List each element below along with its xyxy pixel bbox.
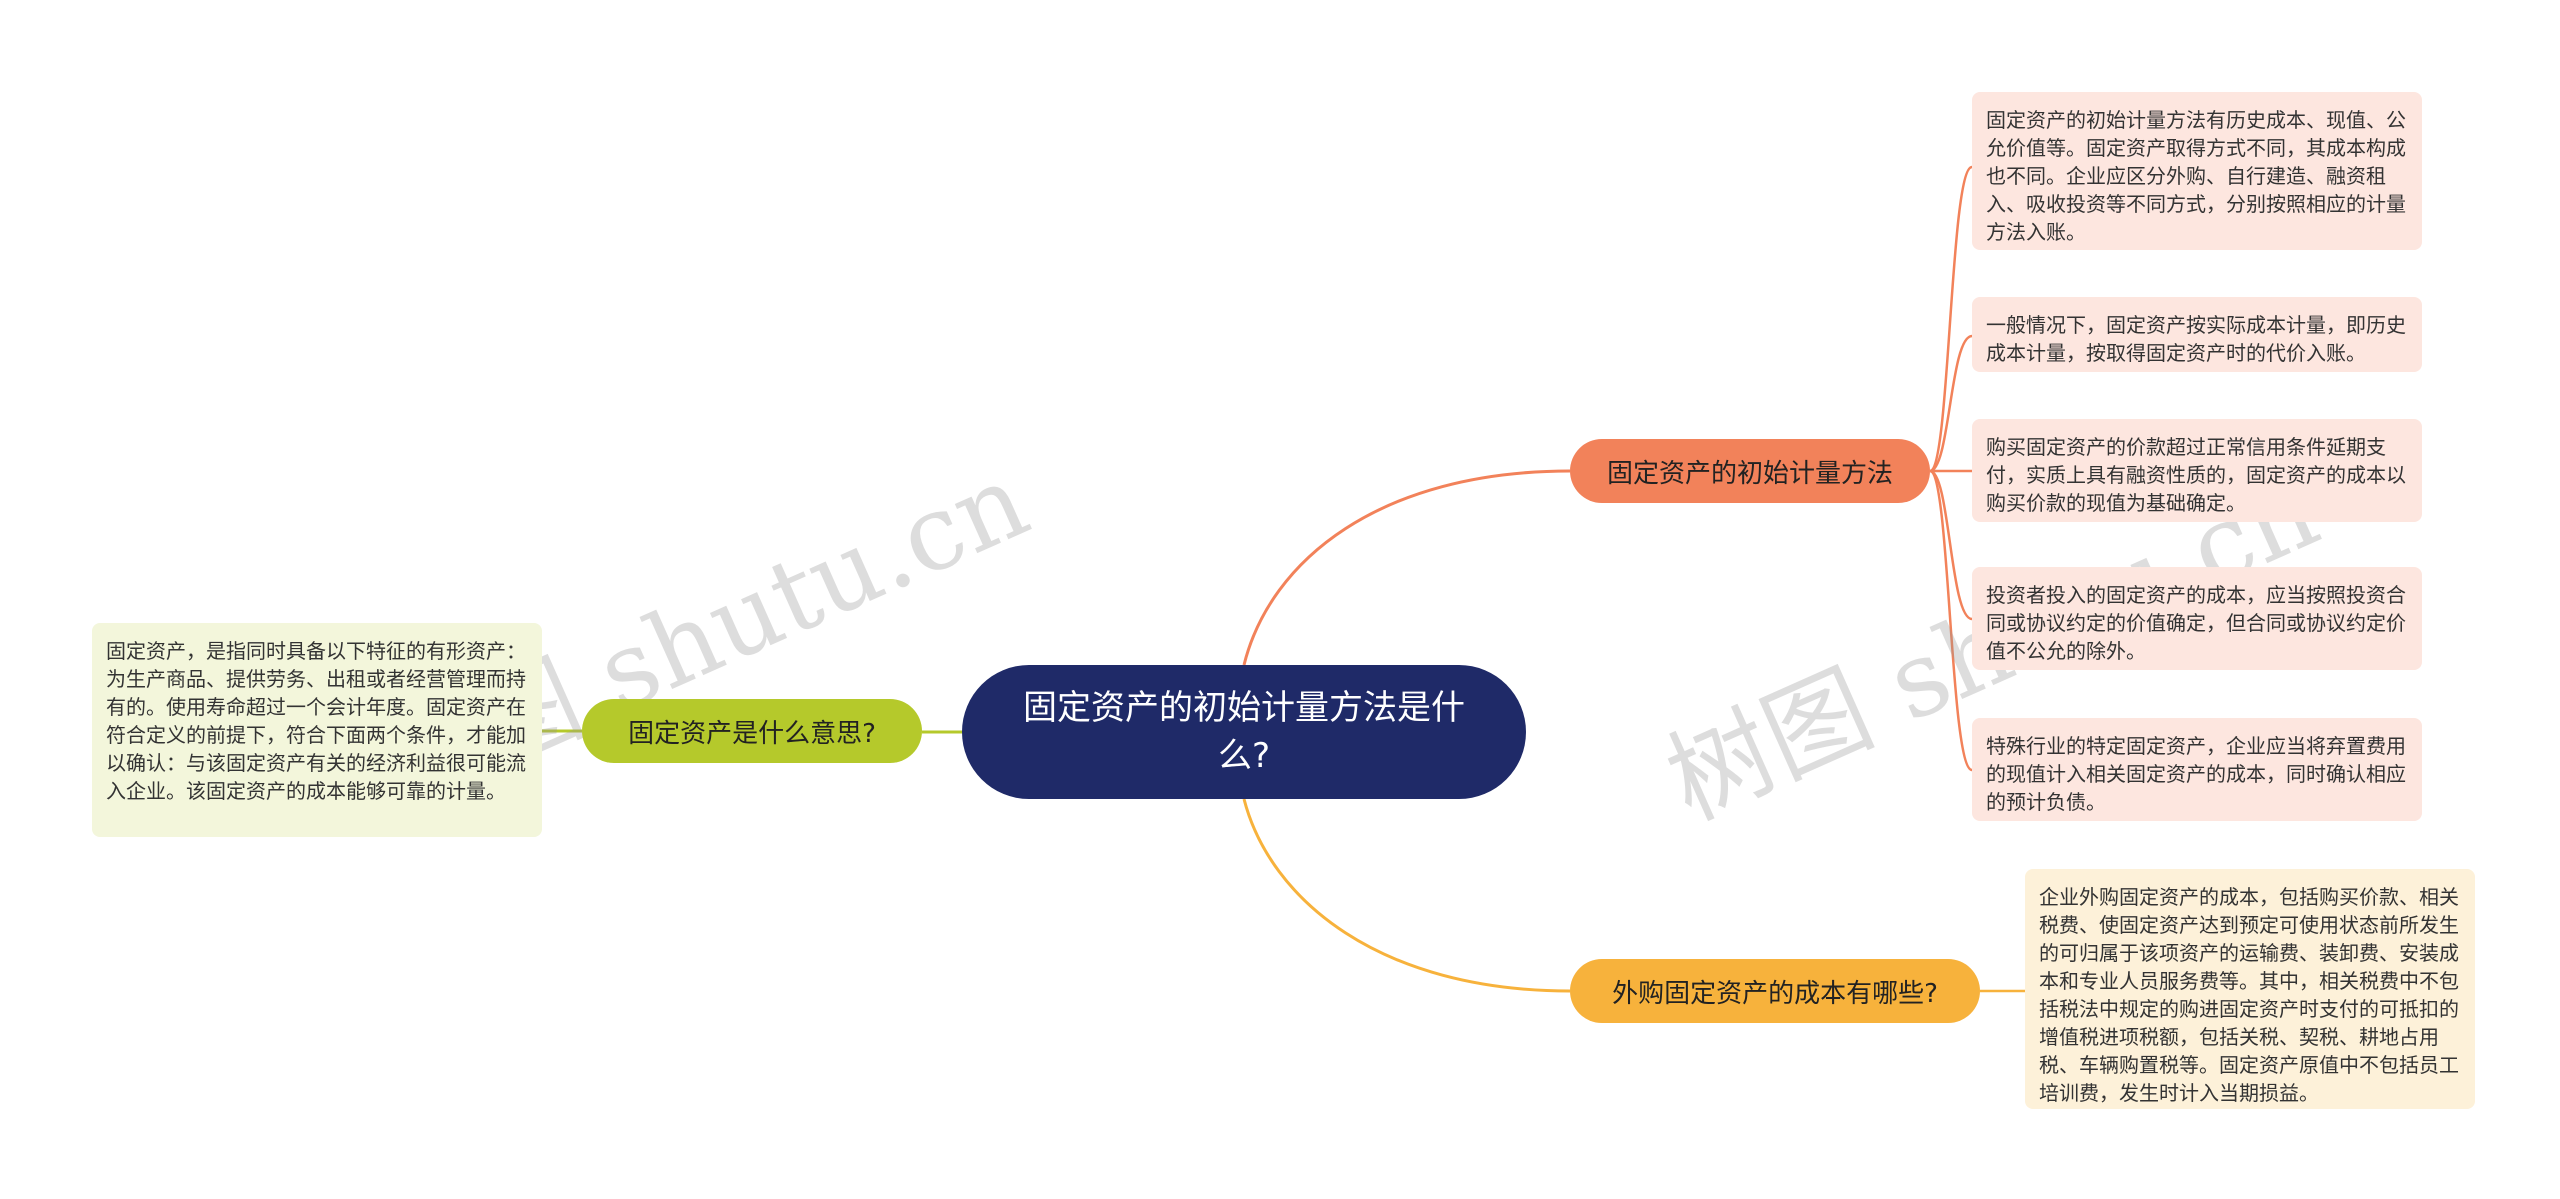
leaf-node-method-2[interactable]: 一般情况下，固定资产按实际成本计量，即历史成本计量，按取得固定资产时的代价入账。 — [1972, 297, 2422, 372]
root-node[interactable]: 固定资产的初始计量方法是什么? — [962, 665, 1526, 799]
connector-top-leaf-2 — [1929, 334, 1973, 473]
leaf-node-method-3[interactable]: 购买固定资产的价款超过正常信用条件延期支付，实质上具有融资性质的，固定资产的成本… — [1972, 419, 2422, 522]
connector-top-leaf-4 — [1929, 469, 1973, 621]
connector-root-bottom — [1242, 798, 1571, 993]
root-node-label: 固定资产的初始计量方法是什么? — [1023, 688, 1465, 776]
connector-top-leaf-5 — [1928, 469, 1973, 772]
leaf-node-definition[interactable]: 固定资产，是指同时具备以下特征的有形资产：为生产商品、提供劳务、出租或者经营管理… — [92, 623, 542, 837]
branch-label: 外购固定资产的成本有哪些? — [1612, 978, 1938, 1009]
leaf-node-method-1[interactable]: 固定资产的初始计量方法有历史成本、现值、公允价值等。固定资产取得方式不同，其成本… — [1972, 92, 2422, 250]
connector-root-top — [1242, 469, 1571, 666]
leaf-node-method-4[interactable]: 投资者投入的固定资产的成本，应当按照投资合同或协议约定的价值确定，但合同或协议约… — [1972, 567, 2422, 670]
branch-node-measurement-methods[interactable]: 固定资产的初始计量方法 — [1570, 439, 1930, 503]
branch-node-purchase-cost[interactable]: 外购固定资产的成本有哪些? — [1570, 959, 1980, 1023]
branch-label: 固定资产的初始计量方法 — [1606, 458, 1893, 489]
leaf-node-purchase-cost[interactable]: 企业外购固定资产的成本，包括购买价款、相关税费、使固定资产达到预定可使用状态前所… — [2025, 869, 2475, 1109]
connector-top-leaf-1 — [1928, 165, 1973, 473]
branch-node-definition[interactable]: 固定资产是什么意思? — [582, 699, 922, 763]
branch-label: 固定资产是什么意思? — [628, 718, 876, 749]
leaf-node-method-5[interactable]: 特殊行业的特定固定资产，企业应当将弃置费用的现值计入相关固定资产的成本，同时确认… — [1972, 718, 2422, 821]
